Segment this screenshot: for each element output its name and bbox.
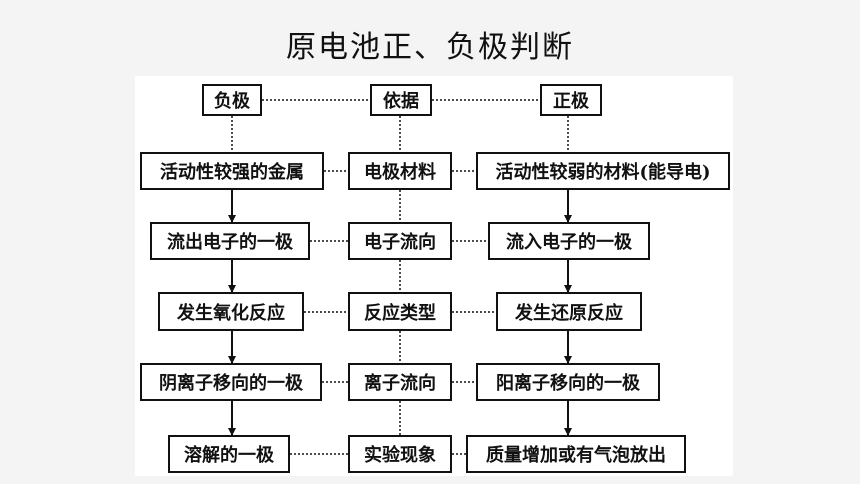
negative-material: 活动性较强的金属 (140, 152, 324, 190)
header-positive: 正极 (540, 84, 602, 116)
positive-reaction: 发生还原反应 (496, 292, 642, 331)
header-basis: 依据 (370, 84, 432, 116)
positive-material: 活动性较弱的材料(能导电) (476, 152, 730, 190)
negative-electron-flow: 流出电子的一极 (150, 222, 310, 260)
basis-electron-flow: 电子流向 (348, 222, 452, 260)
negative-ion-flow: 阴离子移向的一极 (140, 363, 322, 401)
basis-ion-flow: 离子流向 (348, 363, 452, 401)
negative-phenomenon: 溶解的一极 (168, 435, 290, 473)
positive-electron-flow: 流入电子的一极 (488, 222, 650, 260)
basis-material: 电极材料 (348, 152, 452, 190)
basis-phenomenon: 实验现象 (348, 435, 452, 473)
diagram-panel (135, 76, 733, 476)
basis-reaction: 反应类型 (348, 292, 452, 331)
negative-reaction: 发生氧化反应 (158, 292, 304, 331)
header-negative: 负极 (202, 84, 262, 116)
positive-ion-flow: 阳离子移向的一极 (476, 363, 660, 401)
positive-phenomenon: 质量增加或有气泡放出 (466, 435, 686, 473)
slide-title: 原电池正、负极判断 (286, 30, 574, 65)
